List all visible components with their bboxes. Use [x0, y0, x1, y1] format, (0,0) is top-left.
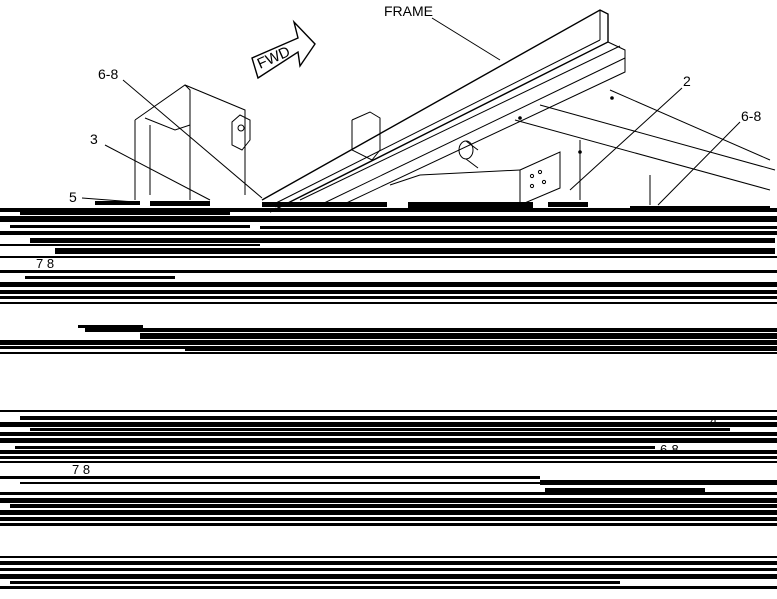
callout-3: 3 [90, 131, 98, 147]
callout-6-8-lower: 6-8 [660, 442, 679, 457]
frame-drawing [134, 9, 776, 213]
fwd-arrow-icon: FWD [251, 19, 316, 80]
callout-4: 4 [710, 413, 717, 428]
callout-7-8-upper: 7 8 [36, 256, 54, 271]
callout-7-8-lower: 7 8 [72, 462, 90, 477]
callout-6-8-left: 6-8 [98, 66, 118, 82]
scan-artifact-bands [0, 201, 777, 589]
callout-6-8-right: 6-8 [741, 108, 761, 124]
callout-5: 5 [69, 189, 77, 205]
callout-labels: FRAME 6-8 2 6-8 3 5 7 8 4 6-8 7 8 [36, 3, 761, 477]
leader-lines [81, 17, 741, 206]
label-frame: FRAME [384, 3, 433, 19]
callout-2: 2 [683, 73, 691, 89]
